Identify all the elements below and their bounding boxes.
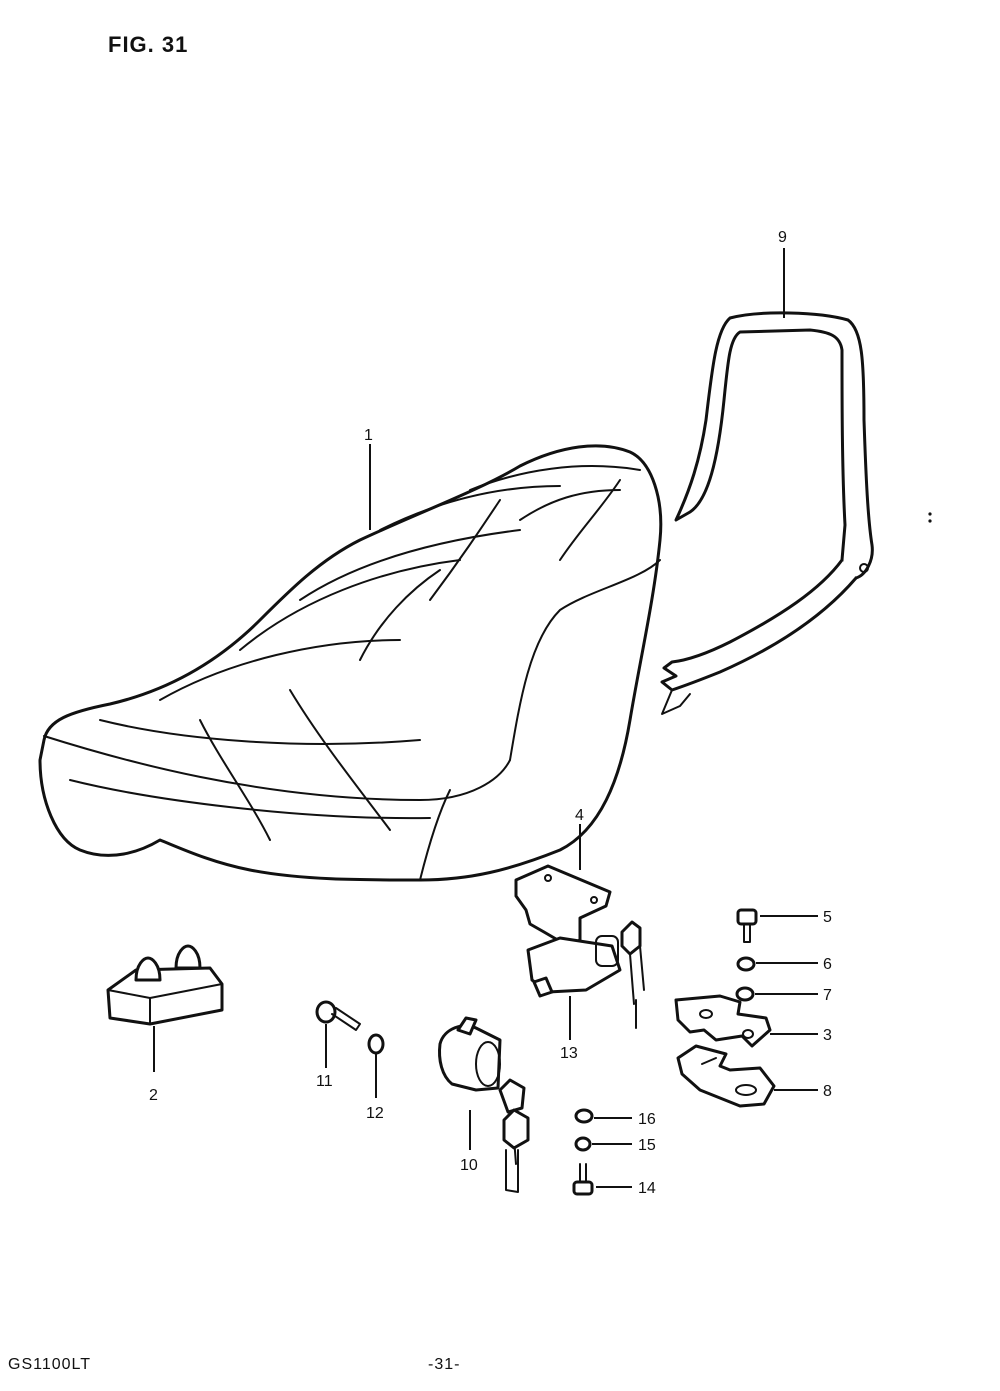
seat — [38, 444, 663, 882]
page-number: -31- — [428, 1356, 461, 1373]
callout-12: 12 — [366, 1105, 384, 1122]
callout-15: 15 — [638, 1137, 656, 1154]
callout-16: 16 — [638, 1111, 656, 1128]
seat-lock-bracket — [514, 864, 612, 948]
screw-14 — [572, 1163, 594, 1196]
model-code: GS1100LT — [8, 1356, 92, 1373]
seat-lock-assembly — [526, 920, 645, 1029]
callout-6: 6 — [823, 956, 832, 973]
washer-16 — [574, 1108, 594, 1124]
scan-speck — [928, 512, 932, 523]
nut-15 — [574, 1136, 592, 1152]
callout-9: 9 — [778, 229, 787, 246]
seat-rubber-cushion — [106, 944, 224, 1026]
callout-8: 8 — [823, 1083, 832, 1100]
hinge-gasket-plate — [676, 1044, 776, 1108]
nut-6 — [736, 956, 756, 972]
washer-12 — [367, 1033, 385, 1055]
callout-1: 1 — [364, 427, 373, 444]
callout-leaders — [153, 248, 818, 1188]
bolt-5 — [736, 908, 758, 943]
washer-7 — [735, 986, 755, 1002]
callout-7: 7 — [823, 987, 832, 1004]
callout-2: 2 — [149, 1087, 158, 1104]
callout-13: 13 — [560, 1045, 578, 1062]
callout-4: 4 — [575, 807, 584, 824]
callout-labels: 1 2 3 4 5 6 7 8 9 10 11 12 13 14 15 16 — [149, 229, 832, 1197]
callout-14: 14 — [638, 1180, 656, 1197]
callout-11: 11 — [316, 1073, 333, 1090]
figure-title: FIG. 31 — [108, 32, 189, 57]
callout-10: 10 — [460, 1157, 478, 1174]
backrest-frame — [660, 311, 874, 715]
bolt-11 — [315, 1000, 361, 1031]
callout-5: 5 — [823, 909, 832, 926]
callout-3: 3 — [823, 1027, 832, 1044]
seat-hinge-plate — [674, 994, 772, 1048]
helmet-lock — [438, 1016, 530, 1193]
